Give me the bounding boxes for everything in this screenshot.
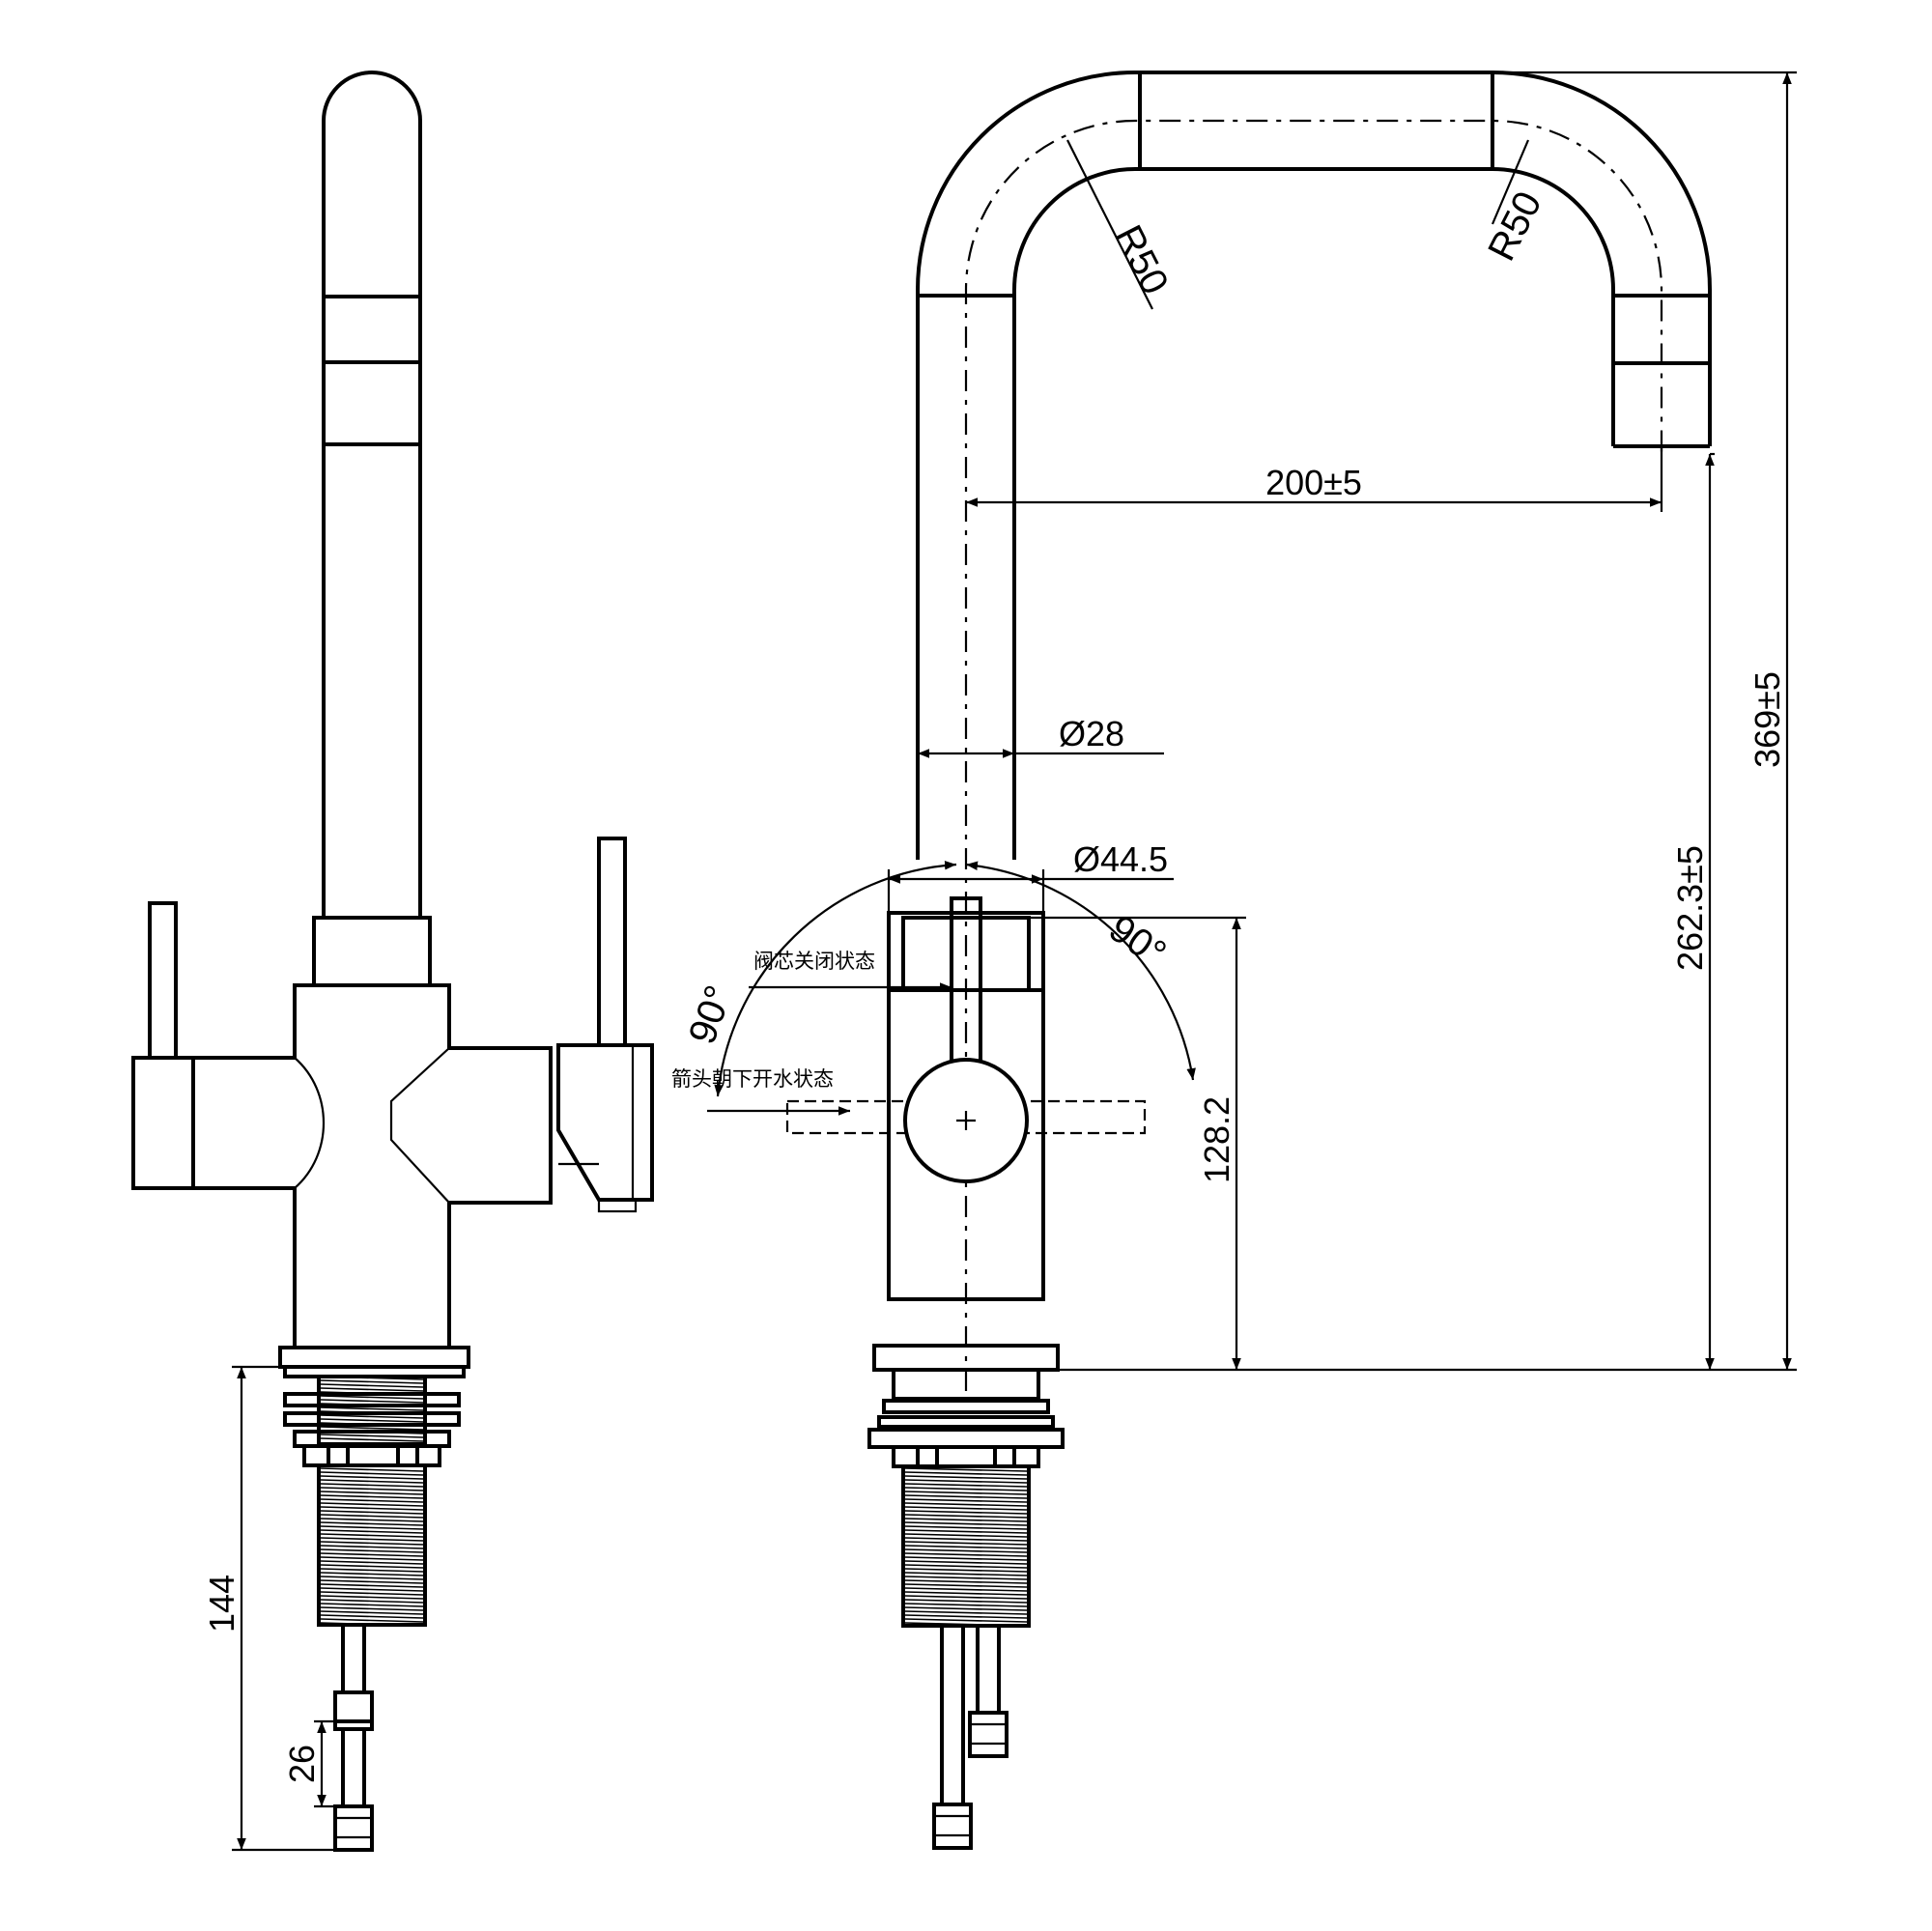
label-angle-left: 90° <box>681 980 741 1050</box>
side-view <box>131 71 654 1852</box>
label-lever-height: 128.2 <box>1197 1096 1236 1183</box>
front-view-thread <box>904 1467 1028 1627</box>
label-valve-closed: 阀芯关闭状态 <box>753 950 875 973</box>
label-shank-length: 144 <box>202 1575 242 1633</box>
side-view-thread <box>320 1376 424 1627</box>
label-spout-reach: 200±5 <box>1265 463 1362 502</box>
label-r50-left: R50 <box>1106 218 1177 300</box>
label-total-height: 369±5 <box>1747 671 1787 768</box>
label-outlet-height: 262.3±5 <box>1670 845 1710 971</box>
dimension-lines <box>232 71 1797 1852</box>
label-arrow-down-open: 箭头朝下开水状态 <box>671 1067 834 1091</box>
front-view <box>785 71 1712 1850</box>
label-spout-diameter: Ø28 <box>1059 714 1124 753</box>
label-body-diameter: Ø44.5 <box>1073 839 1168 879</box>
label-r50-right: R50 <box>1480 185 1550 267</box>
label-hose-connector: 26 <box>282 1745 322 1783</box>
